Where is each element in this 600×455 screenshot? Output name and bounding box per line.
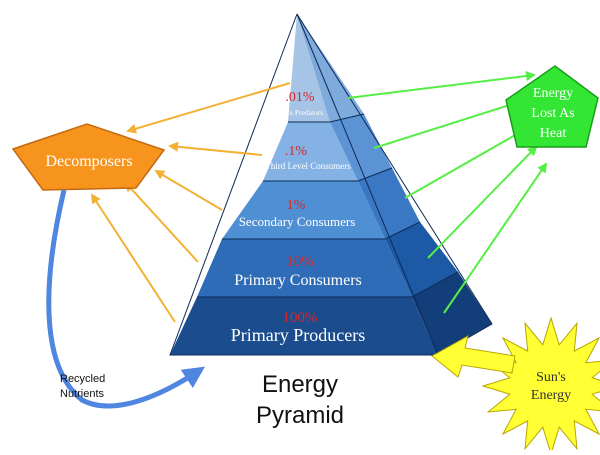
level-percent-primary-consumers: 10% (286, 254, 314, 270)
energy-lost-shape (505, 65, 599, 148)
level-percent-secondary: 1% (287, 198, 306, 213)
decomposers-shape (11, 123, 166, 191)
caption-line2: Pyramid (256, 402, 344, 429)
sun-node: Sun's Energy (481, 316, 600, 455)
green-arrow-apex (347, 71, 536, 99)
level-name-apex: Apex Predators (277, 108, 324, 117)
pyramid-level-producers (170, 297, 438, 355)
orange-arrow-primary-consumers (124, 181, 199, 263)
green-arrows (347, 71, 548, 314)
recycled-label-line1: Recycled (60, 373, 105, 385)
sun-label-line1: Sun's (536, 370, 566, 385)
pyramid-level-third (263, 122, 358, 181)
energy-lost-line2: Lost As (531, 106, 574, 121)
level-percent-producers: 100% (283, 310, 318, 326)
recycled-nutrients-arrow (46, 189, 205, 409)
pyramid-level-secondary (222, 181, 385, 239)
pyramid (169, 13, 493, 356)
decomposers-node: Decomposers (11, 123, 166, 191)
pyramid-side-primary-consumers (385, 222, 458, 297)
green-arrow-third (373, 100, 518, 149)
level-percent-third: .1% (285, 144, 308, 159)
orange-arrow-secondary (154, 169, 223, 211)
pyramid-labels: .01% Apex Predators .1% Third Level Cons… (231, 90, 365, 345)
recycled-label-line2: Nutrients (60, 388, 105, 400)
level-name-primary-consumers: Primary Consumers (234, 272, 362, 289)
energy-lost-line1: Energy (533, 86, 573, 101)
pyramid-level-primary-consumers (197, 239, 412, 297)
green-arrow-producers (443, 162, 548, 314)
pyramid-side-producers (412, 272, 492, 355)
level-name-third: Third Level Consumers (265, 161, 351, 171)
orange-arrow-third (168, 141, 263, 156)
level-name-producers: Primary Producers (231, 325, 365, 345)
decomposers-label: Decomposers (45, 153, 132, 170)
sun-label-line2: Energy (531, 388, 571, 403)
sun-energy-arrow (431, 335, 516, 378)
green-arrow-secondary (404, 129, 526, 199)
orange-arrow-apex (126, 82, 291, 134)
level-name-secondary: Secondary Consumers (239, 214, 356, 229)
pyramid-level-apex (288, 14, 330, 122)
green-arrow-primary-consumers (427, 145, 538, 259)
orange-arrow-producers (90, 193, 176, 323)
caption-line1: Energy (262, 371, 338, 398)
energy-lost-line3: Heat (540, 126, 567, 141)
orange-arrows (90, 82, 291, 323)
pyramid-side-secondary (358, 168, 420, 239)
level-percent-apex: .01% (285, 90, 315, 105)
energy-lost-node: Energy Lost As Heat (505, 65, 599, 148)
